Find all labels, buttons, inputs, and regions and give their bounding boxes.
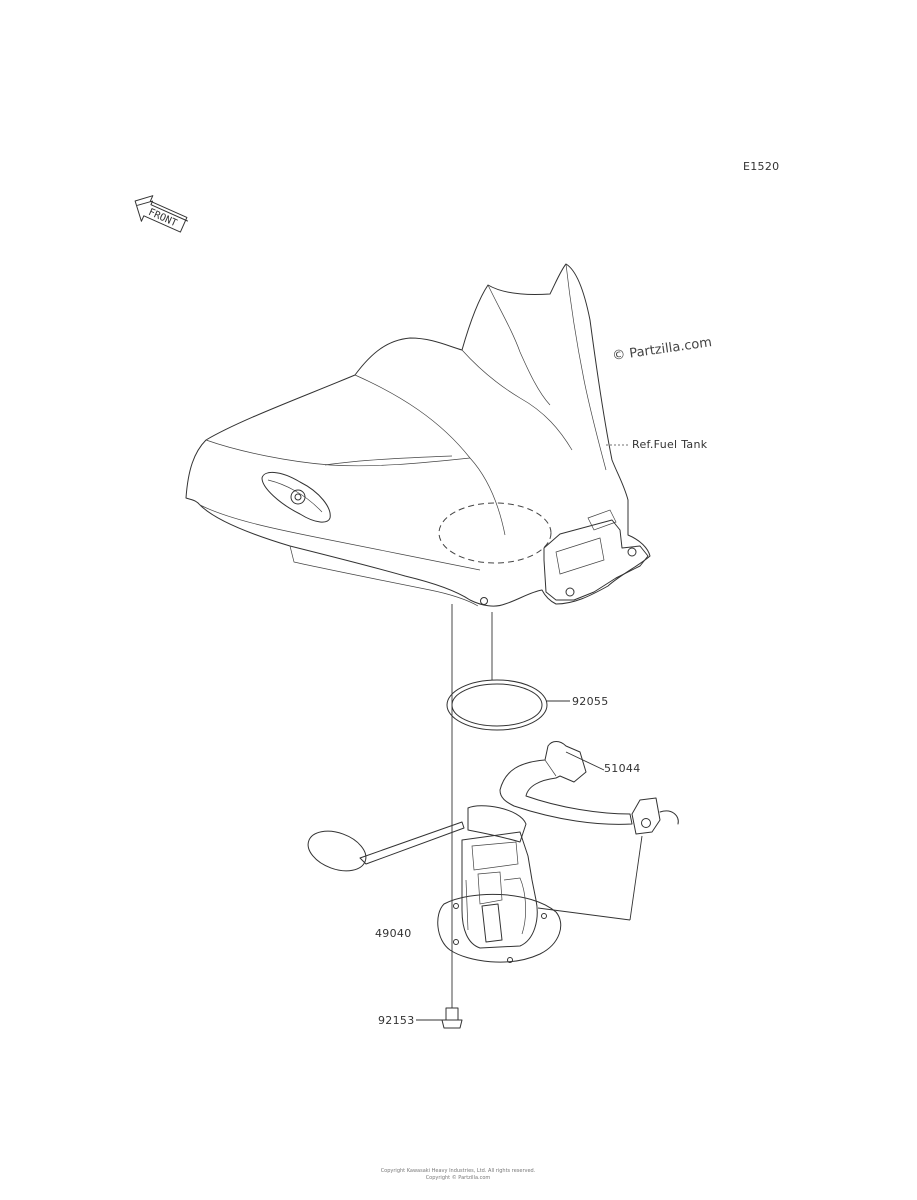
gasket-illustration <box>446 679 548 731</box>
watermark: © Partzilla.com <box>611 335 712 364</box>
fuel-pump-illustration <box>307 805 562 963</box>
reference-label-fuel-tank: Ref.Fuel Tank <box>632 438 708 451</box>
part-number-49040: 49040 <box>375 927 412 940</box>
leader-49040-line <box>537 907 631 921</box>
diagram-code: E1520 <box>743 160 779 173</box>
footer-copyright-line2: Copyright © Partzilla.com <box>426 1174 491 1181</box>
part-number-92055: 92055 <box>572 695 609 708</box>
fuel-hose-illustration <box>499 741 679 835</box>
footer-copyright-line1: Copyright Kawasaki Heavy Industries, Ltd… <box>381 1168 536 1174</box>
part-number-51044: 51044 <box>604 762 641 775</box>
leader-49040-hose-link <box>629 835 643 921</box>
fuel-tank-illustration <box>185 263 651 607</box>
front-arrow-icon: FRONT <box>134 195 188 233</box>
bolt-illustration <box>441 1007 463 1029</box>
leader-51044 <box>565 751 605 771</box>
part-number-92153: 92153 <box>378 1014 415 1027</box>
